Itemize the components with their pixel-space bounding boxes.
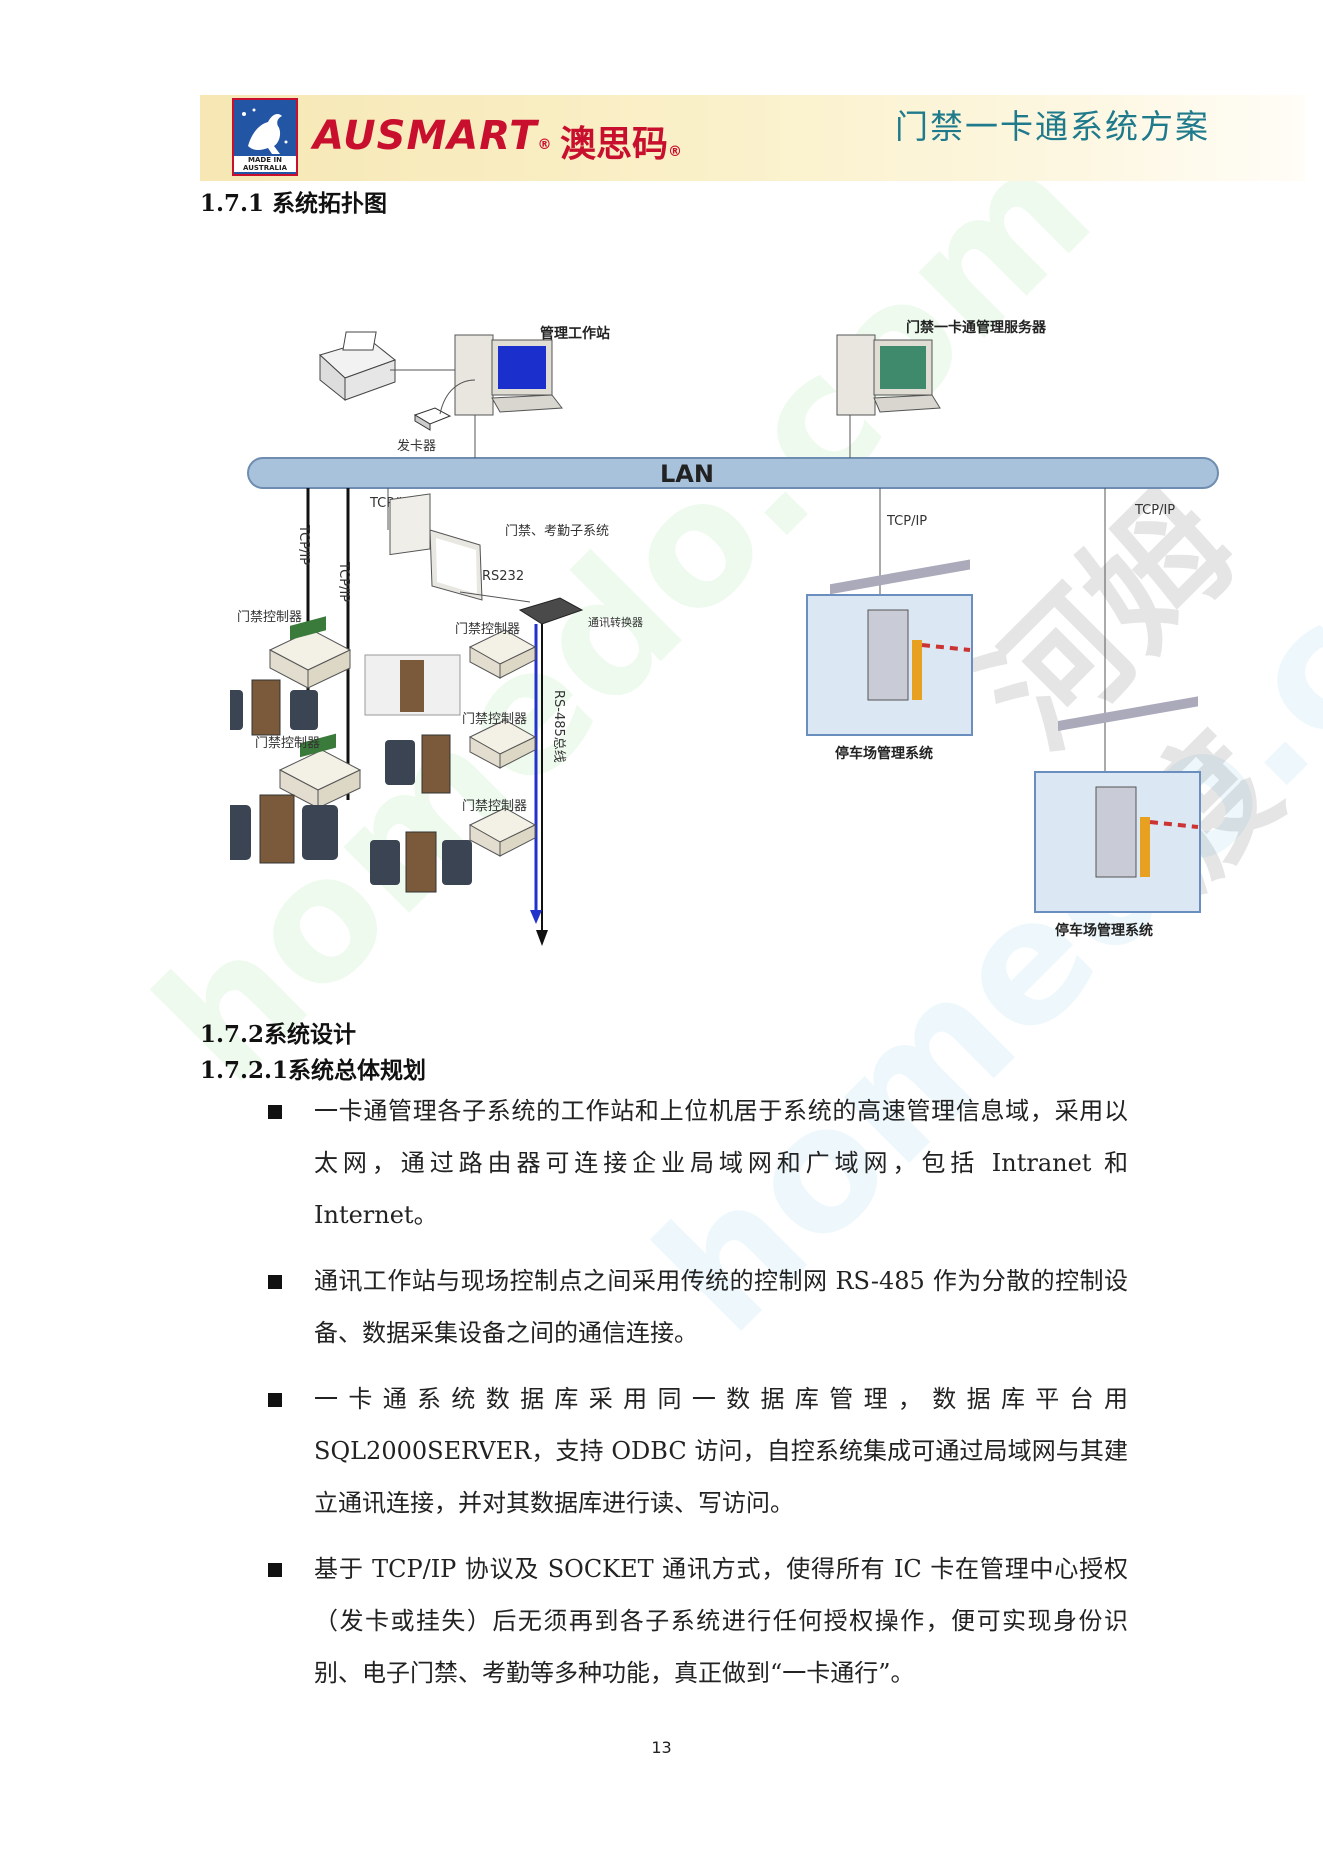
parking-system-icon: [1034, 696, 1201, 913]
server-label: 门禁一卡通管理服务器: [906, 319, 1047, 336]
controller-icon: [468, 807, 537, 857]
parking-system-icon: [806, 559, 973, 736]
controller-label: 门禁控制器: [455, 622, 520, 637]
tcpip-label: TCP/IP: [886, 514, 927, 529]
tcpip-label: TCP/IP: [1134, 503, 1175, 518]
registered-mark: ®: [537, 137, 553, 153]
server-icon: [836, 334, 941, 416]
tcpip-label: TCP/IP: [296, 524, 311, 565]
square-bullet-icon: [268, 1393, 282, 1407]
list-item-text: 一卡通管理各子系统的工作站和上位机居于系统的高速管理信息域，采用以太网，通过路由…: [314, 1097, 1128, 1229]
controller-label: 门禁控制器: [255, 736, 320, 751]
controller-icon: [468, 629, 537, 679]
section-heading: 1.7.2系统设计: [200, 1021, 357, 1048]
document-title: 门禁一卡通系统方案: [895, 107, 1210, 146]
list-item: 通讯工作站与现场控制点之间采用传统的控制网 RS-485 作为分散的控制设备、数…: [268, 1255, 1128, 1359]
square-bullet-icon: [268, 1105, 282, 1119]
workstation-icon: [454, 334, 563, 416]
card-issuer-label: 发卡器: [397, 438, 436, 454]
brand-name-cn: 澳思码®: [560, 115, 682, 167]
list-item: 基于 TCP/IP 协议及 SOCKET 通讯方式，使得所有 IC 卡在管理中心…: [268, 1543, 1128, 1699]
parking-label: 停车场管理系统: [835, 745, 933, 762]
square-bullet-icon: [268, 1275, 282, 1289]
brand-text: AUSMART: [313, 113, 538, 159]
lan-label: LAN: [660, 460, 714, 488]
logo-tag: MADE IN AUSTRALIA: [234, 156, 296, 172]
card-issuer-icon: [413, 407, 452, 431]
tcpip-label: TCP/IP: [336, 561, 351, 602]
converter-icon: [518, 597, 584, 625]
door-reader-icon: [370, 831, 472, 893]
page-number: 13: [651, 1738, 672, 1757]
list-item-text: 基于 TCP/IP 协议及 SOCKET 通讯方式，使得所有 IC 卡在管理中心…: [314, 1555, 1128, 1687]
workstation-label: 管理工作站: [540, 325, 610, 342]
controller-icon: [278, 733, 362, 809]
rs485-label: RS-485总线: [551, 690, 566, 763]
list-item: 一卡通系统数据库采用同一数据库管理，数据库平台用SQL2000SERVER，支持…: [268, 1373, 1128, 1529]
registered-mark: ®: [668, 144, 683, 160]
controller-icon: [468, 719, 537, 769]
lan-bus: [247, 457, 1219, 489]
door-reader-icon: [230, 794, 338, 864]
header-band: [200, 95, 1305, 181]
bullet-list: 一卡通管理各子系统的工作站和上位机居于系统的高速管理信息域，采用以太网，通过路由…: [268, 1085, 1128, 1713]
kangaroo-logo-icon: MADE IN AUSTRALIA: [232, 98, 298, 176]
controller-icon: [268, 616, 352, 689]
converter-label: 通讯转换器: [588, 615, 643, 629]
brand-name: AUSMART®: [313, 113, 553, 159]
controller-label: 门禁控制器: [462, 799, 527, 814]
topology-diagram: LAN 管理工作站 发卡器 门禁一卡通管理服务器 TCP/IP TCP/IP T…: [230, 319, 1219, 946]
controller-label: 门禁控制器: [237, 610, 302, 625]
door-reader-icon: [364, 654, 461, 716]
section-heading: 1.7.1 系统拓扑图: [200, 190, 388, 217]
printer-icon: [319, 331, 397, 402]
list-item-text: 通讯工作站与现场控制点之间采用传统的控制网 RS-485 作为分散的控制设备、数…: [314, 1267, 1128, 1347]
list-item-text: 一卡通系统数据库采用同一数据库管理，数据库平台用SQL2000SERVER，支持…: [314, 1385, 1128, 1517]
subsystem-pc-icon: [389, 493, 483, 601]
parking-label: 停车场管理系统: [1055, 922, 1153, 939]
door-reader-icon: [230, 679, 318, 736]
rs232-label: RS232: [482, 569, 524, 584]
door-reader-icon: [385, 734, 451, 794]
square-bullet-icon: [268, 1563, 282, 1577]
list-item: 一卡通管理各子系统的工作站和上位机居于系统的高速管理信息域，采用以太网，通过路由…: [268, 1085, 1128, 1241]
controller-label: 门禁控制器: [462, 712, 527, 727]
subsystem-label: 门禁、考勤子系统: [505, 524, 609, 539]
subsection-heading: 1.7.2.1系统总体规划: [200, 1057, 427, 1084]
brand-cn-text: 澳思码: [560, 124, 669, 165]
